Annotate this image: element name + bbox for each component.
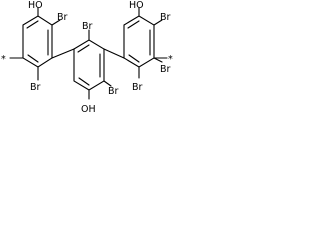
bromine-right-1-label: Br: [160, 12, 171, 23]
left-ring-double-bonds: [26, 20, 49, 63]
right-benzene-ring: [123, 15, 155, 68]
hydroxyl-top-right-label: HO: [129, 0, 144, 11]
left-benzene-ring: [22, 15, 53, 68]
bromine-top-left-label: Br: [57, 12, 68, 23]
star-right-label: *: [168, 54, 173, 65]
hydroxyl-middle-bottom-label: OH: [81, 104, 96, 115]
polymer-structure-diagram: * * HO Br Br Br Br OH HO Br Br Br: [1, 0, 173, 115]
bond-left-middle: [51, 48, 75, 59]
bond-left-br-top: [51, 19, 61, 26]
bromine-right-2-label: Br: [160, 64, 171, 75]
bromine-middle-right-label: Br: [108, 86, 119, 97]
middle-benzene-ring: [73, 39, 105, 91]
star-left-label: *: [1, 54, 6, 65]
hydroxyl-top-left-label: HO: [28, 0, 43, 11]
bond-right-br-1: [153, 19, 163, 26]
bromine-middle-top-label: Br: [82, 21, 93, 32]
bond-middle-right: [103, 48, 125, 59]
bromine-bottom-left-label: Br: [30, 82, 41, 93]
bromine-right-3-label: Br: [132, 82, 143, 93]
middle-ring-double-bonds: [77, 44, 101, 86]
bond-mid-br-right: [103, 80, 112, 87]
bond-right-br-2: [153, 57, 163, 63]
right-ring-double-bonds: [127, 20, 151, 63]
